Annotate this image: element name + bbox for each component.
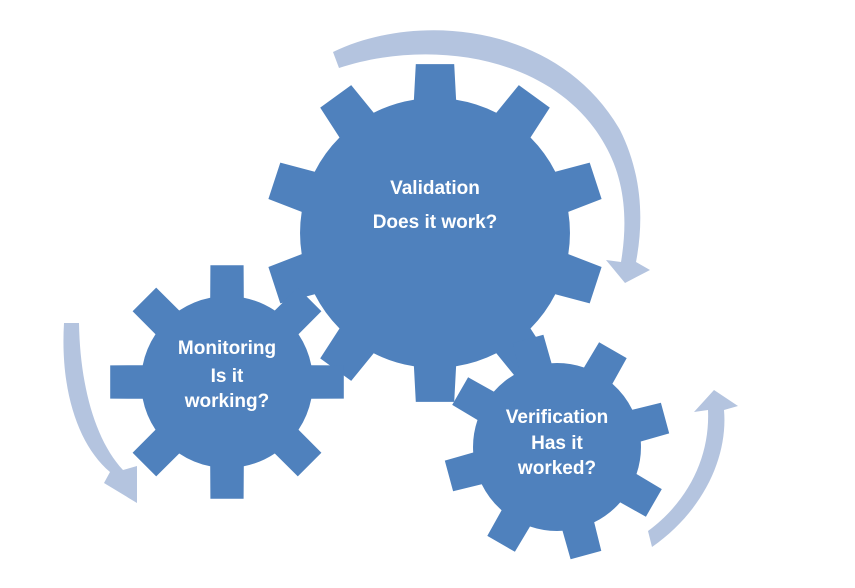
verification-question-line2: worked? [517, 458, 597, 480]
validation-title: Validation [390, 178, 480, 199]
verification-gear-shape [444, 334, 670, 560]
verification-label: Verification Has it worked? [506, 405, 608, 482]
validation-label: Validation Does it work? [373, 176, 498, 235]
left-curved-arrow [63, 323, 137, 503]
monitoring-label: Monitoring Is it working? [178, 336, 276, 415]
top-right-curved-arrow [333, 30, 650, 284]
monitoring-gear-shape [110, 265, 344, 499]
verification-question-line1: Has it [531, 432, 583, 454]
monitoring-question-line1: Is it [210, 365, 244, 387]
arrows-layer [63, 30, 738, 547]
monitoring-title: Monitoring [177, 338, 277, 359]
verification-title: Verification [505, 407, 609, 428]
monitoring-question-line2: working? [184, 391, 270, 413]
validation-question: Does it work? [372, 211, 498, 233]
bottom-right-curved-arrow [648, 390, 738, 547]
validation-gear-shape [268, 64, 602, 402]
gears-layer [110, 64, 670, 560]
